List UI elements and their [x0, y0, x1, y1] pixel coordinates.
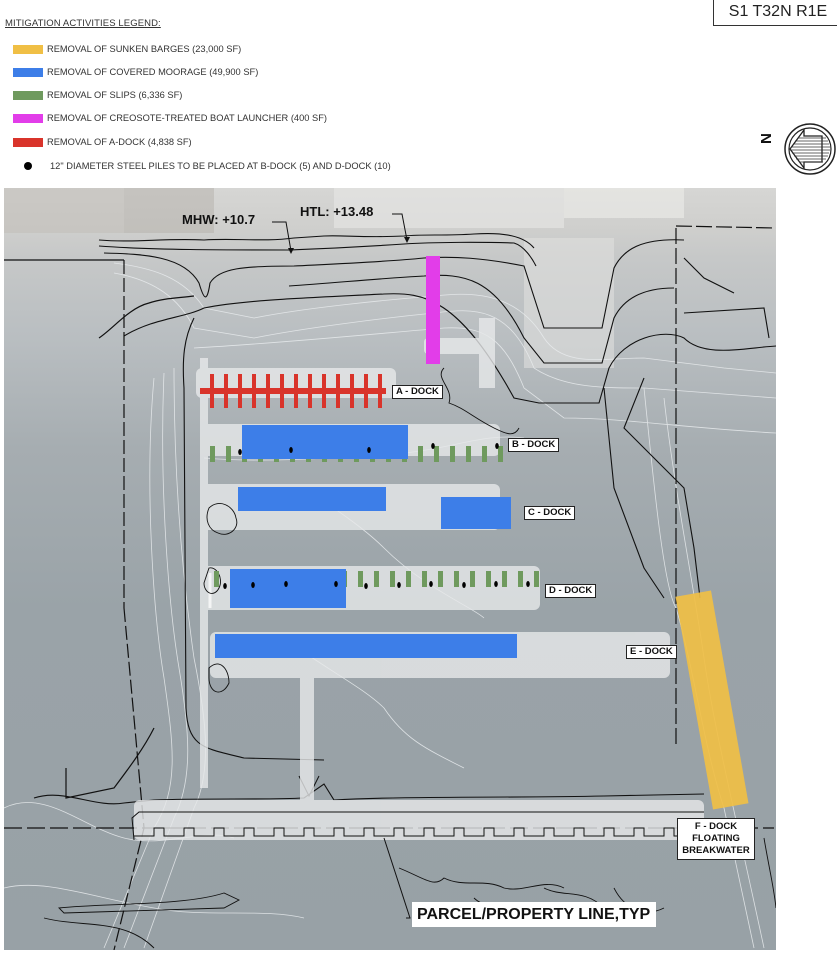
section-label: S1 T32N R1E — [728, 2, 828, 20]
parcel-property-line-label: PARCEL/PROPERTY LINE,TYP — [412, 902, 656, 927]
a-dock-overlay — [200, 374, 386, 408]
c-dock-moorage-overlay-1 — [238, 487, 386, 511]
compass-icon — [784, 123, 836, 175]
c-dock-label: C - DOCK — [524, 506, 576, 520]
d-dock-label: D - DOCK — [545, 584, 597, 598]
steel-piles — [223, 443, 530, 589]
magenta-swatch-icon — [13, 113, 43, 123]
yellow-swatch-icon — [13, 44, 43, 54]
e-dock-moorage-overlay — [215, 634, 517, 658]
north-arrow: N — [757, 118, 836, 180]
legend-item-steel-piles: 12" DIAMETER STEEL PILES TO BE PLACED AT… — [9, 160, 391, 172]
blue-swatch-icon — [13, 67, 43, 77]
a-dock-label: A - DOCK — [392, 385, 443, 399]
e-dock-label: E - DOCK — [626, 645, 677, 659]
legend-title: MITIGATION ACTIVITIES LEGEND: — [5, 18, 161, 29]
f-dock-breakwater-label: F - DOCK FLOATING BREAKWATER — [677, 818, 755, 860]
callout-leaders — [272, 213, 411, 919]
aerial-site-map — [4, 188, 776, 950]
green-swatch-icon — [13, 90, 43, 100]
contour-lines — [4, 188, 776, 950]
red-swatch-icon — [13, 137, 43, 147]
d-dock-moorage-overlay — [230, 569, 346, 608]
pile-dot-icon — [24, 162, 32, 170]
legend-item-covered-moorage: REMOVAL OF COVERED MOORAGE (49,900 SF) — [13, 66, 258, 78]
section-township-range-box: S1 T32N R1E — [713, 0, 837, 26]
htl-callout: HTL: +13.48 — [300, 204, 374, 219]
c-dock-moorage-overlay-2 — [441, 497, 511, 529]
mhw-callout: MHW: +10.7 — [182, 212, 256, 227]
b-dock-label: B - DOCK — [508, 438, 560, 452]
b-dock-moorage-overlay — [242, 425, 408, 459]
legend-item-boat-launcher: REMOVAL OF CREOSOTE-TREATED BOAT LAUNCHE… — [13, 112, 327, 124]
boat-launcher-overlay — [426, 256, 440, 364]
legend-item-slips: REMOVAL OF SLIPS (6,336 SF) — [13, 89, 182, 101]
legend-item-a-dock: REMOVAL OF A-DOCK (4,838 SF) — [13, 136, 192, 148]
legend-item-sunken-barges: REMOVAL OF SUNKEN BARGES (23,000 SF) — [13, 43, 241, 55]
